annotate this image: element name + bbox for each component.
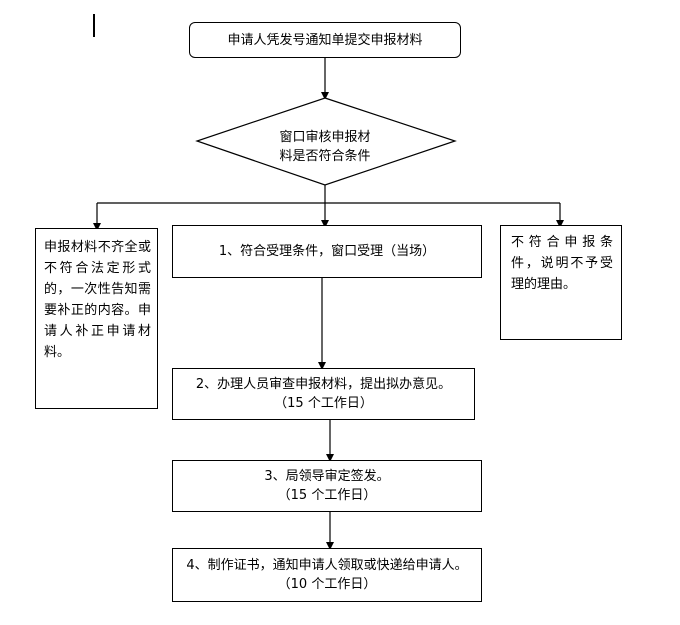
step2-box: 2、办理人员审查申报材料，提出拟办意见。 （15 个工作日） <box>172 368 475 420</box>
incomplete-materials-text: 申报材料不齐全或不符合法定形式的，一次性告知需要补正的内容。申请人补正申请材料。 <box>44 240 151 360</box>
step3-days: （15 个工作日） <box>277 488 377 503</box>
decision-label: 窗口审核申报材 料是否符合条件 <box>255 128 395 166</box>
rejection-box: 不符合申报条件，说明不予受理的理由。 <box>500 225 622 340</box>
decision-label-line1: 窗口审核申报材 <box>279 130 371 145</box>
incomplete-materials-box: 申报材料不齐全或不符合法定形式的，一次性告知需要补正的内容。申请人补正申请材料。 <box>35 228 158 409</box>
start-box-label: 申请人凭发号通知单提交申报材料 <box>227 32 423 48</box>
step1-box: 1、符合受理条件，窗口受理（当场） <box>172 225 482 278</box>
step2-label: 2、办理人员审查申报材料，提出拟办意见。 <box>195 377 452 392</box>
step4-label: 4、制作证书，通知申请人领取或快递给申请人。 <box>186 558 468 573</box>
step3-label: 3、局领导审定签发。 <box>264 469 390 484</box>
start-box: 申请人凭发号通知单提交申报材料 <box>189 22 461 58</box>
text-cursor <box>93 14 95 37</box>
step4-days: （10 个工作日） <box>277 577 377 592</box>
rejection-text: 不符合申报条件，说明不予受理的理由。 <box>511 235 613 292</box>
step3-box: 3、局领导审定签发。 （15 个工作日） <box>172 460 482 512</box>
decision-label-line2: 料是否符合条件 <box>279 149 371 164</box>
step2-days: （15 个工作日） <box>274 396 373 411</box>
step4-box: 4、制作证书，通知申请人领取或快递给申请人。 （10 个工作日） <box>172 548 482 602</box>
step1-label: 1、符合受理条件，窗口受理（当场） <box>218 244 436 259</box>
